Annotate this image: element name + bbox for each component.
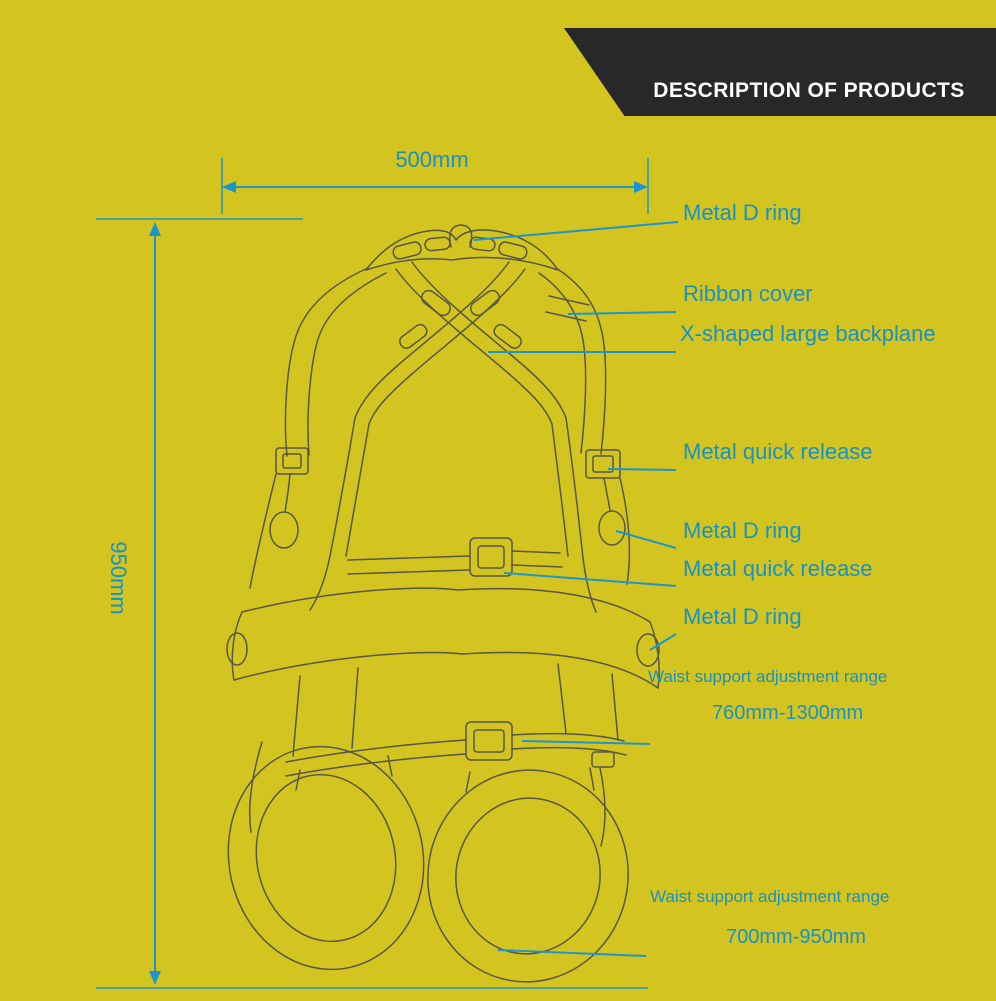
harness-drawing bbox=[226, 224, 660, 983]
ribbon-cover-sleeve bbox=[545, 295, 590, 322]
leader-metal-d-ring-top bbox=[473, 221, 679, 241]
callout-waist-range-1-value: 760mm-1300mm bbox=[712, 702, 864, 724]
callout-waist-range-1-label: Waist support adjustment range bbox=[648, 667, 888, 686]
callout-waist-range-2-label: Waist support adjustment range bbox=[650, 887, 890, 906]
right-d-ring bbox=[598, 510, 626, 546]
chest-quick-release bbox=[469, 537, 513, 577]
leader-quick-release-2 bbox=[503, 572, 677, 587]
page-title: DESCRIPTION OF PRODUCTS bbox=[653, 79, 965, 102]
right-quick-release bbox=[585, 449, 621, 479]
waist-adjust-buckle bbox=[465, 721, 513, 761]
waist-d-ring bbox=[636, 633, 660, 667]
callout-waist-range-2-value: 700mm-950mm bbox=[726, 926, 867, 948]
callout-metal-quick-release-1: Metal quick release bbox=[683, 439, 873, 464]
leader-waist-range-2 bbox=[497, 949, 647, 957]
leader-quick-release-1 bbox=[607, 468, 677, 471]
dimension-arrowheads bbox=[149, 181, 648, 985]
callout-metal-quick-release-2: Metal quick release bbox=[683, 556, 873, 581]
leader-ribbon-cover bbox=[567, 311, 677, 315]
callout-ribbon-cover: Ribbon cover bbox=[683, 281, 813, 306]
callout-metal-d-ring-top: Metal D ring bbox=[683, 200, 802, 225]
header-banner: DESCRIPTION OF PRODUCTS bbox=[564, 28, 996, 116]
leader-metal-d-ring-3 bbox=[649, 633, 677, 651]
extension-lines bbox=[96, 158, 649, 989]
width-dimension-label: 500mm bbox=[395, 147, 469, 172]
callout-metal-d-ring-3: Metal D ring bbox=[683, 604, 802, 629]
leader-waist-range-1 bbox=[521, 740, 651, 745]
right-leg-loop bbox=[427, 769, 629, 983]
callout-metal-d-ring-2: Metal D ring bbox=[683, 518, 802, 543]
dimension-lines bbox=[154, 186, 636, 975]
callout-x-shaped-backplane: X-shaped large backplane bbox=[680, 321, 936, 346]
leader-lines bbox=[473, 221, 679, 957]
dorsal-d-ring bbox=[449, 224, 473, 248]
height-dimension-label: 950mm bbox=[106, 541, 131, 615]
leader-metal-d-ring-2 bbox=[615, 530, 677, 549]
